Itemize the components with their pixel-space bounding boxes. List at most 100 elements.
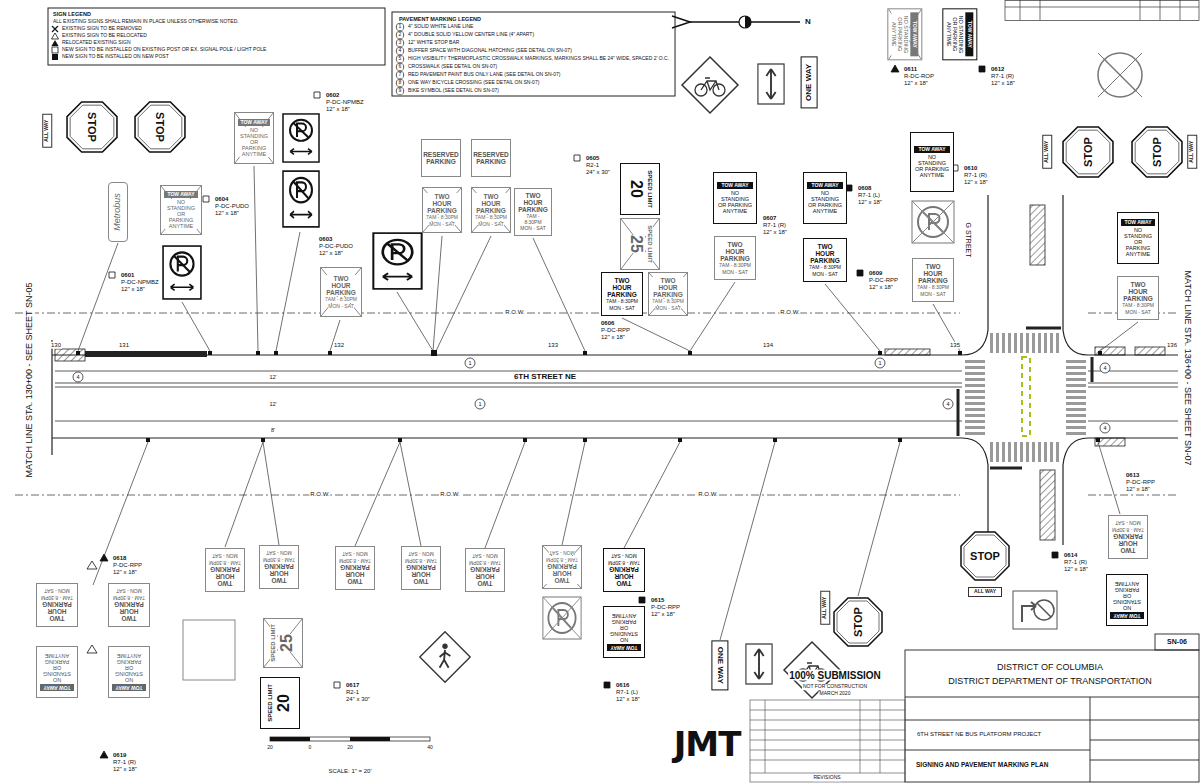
general-note: ALL EXISTING SIGNS SHALL REMAIN IN PLACE… bbox=[52, 19, 240, 25]
removed-sign: TWO HOUR PARKING7AM - 8:30PMMON - SAT bbox=[471, 187, 511, 233]
sign-callout: 12" x 18" bbox=[325, 106, 351, 113]
sign-callout: R-DC-ROP bbox=[903, 73, 935, 80]
sign-callout: 24" x 30" bbox=[585, 169, 611, 176]
legend-number: 6 bbox=[398, 64, 403, 70]
sign-text: MON - SAT bbox=[472, 553, 497, 559]
sign-callout: 0617 bbox=[345, 682, 360, 689]
sign-text: TWO HOUR PARKING bbox=[112, 601, 146, 622]
scale-label: 20 bbox=[346, 745, 354, 751]
sign-text: NO STANDING OR PARKING ANYTIME bbox=[40, 653, 74, 683]
scale-label: 20 bbox=[266, 745, 274, 751]
station-number: 134 bbox=[762, 342, 774, 349]
existing-sign: TWO HOUR PARKING7AM - 8:30PMMON - SAT bbox=[36, 583, 78, 627]
sign-text: TWO HOUR PARKING bbox=[469, 566, 501, 587]
row-label: R.O.W. bbox=[309, 491, 330, 498]
new-sign: TOW AWAYNO STANDING OR PARKING ANYTIME bbox=[943, 8, 978, 60]
sign-callout: 0603 bbox=[318, 236, 333, 243]
bus-stop-sign: Metrobus bbox=[108, 182, 128, 242]
legend-text: BIKE SYMBOL (SEE DETAIL ON SN-07) bbox=[408, 88, 499, 94]
existing-sign: TWO HOUR PARKING7AM - 8:30PMMON - SAT bbox=[912, 258, 954, 302]
sign-text: ALL WAY bbox=[822, 597, 828, 619]
removed-sign: TOW AWAYNO STANDING OR PARKING ANYTIME bbox=[160, 185, 202, 235]
existing-sign: TWO HOUR PARKING7AM - 8:30PMMON - SAT bbox=[465, 548, 505, 592]
sign-text: 7AM - 8:30PM bbox=[1112, 526, 1144, 532]
new-sign: TWO HOUR PARKING7AM - 8:30PMMON - SAT bbox=[601, 272, 643, 316]
title-block-text: 6TH STREET NE BUS PLATFORM PROJECT bbox=[916, 731, 1042, 738]
existing-sign: TWO HOUR PARKING7AM - 8:30PMMON - SAT bbox=[1117, 276, 1159, 320]
sign-text: TOW AWAY bbox=[238, 119, 270, 127]
sign-text: MON - SAT bbox=[812, 272, 837, 278]
legend-text: EXISTING SIGN TO BE RELOCATED bbox=[62, 33, 147, 39]
sign-callout: 0604 bbox=[214, 196, 229, 203]
all-way-plaque: ALL WAY bbox=[1042, 135, 1052, 169]
sign-text: TWO HOUR PARKING bbox=[546, 563, 578, 584]
sign-callout: P-DC-RPP bbox=[1125, 479, 1156, 486]
sign-callout: 0610 bbox=[963, 165, 978, 172]
sign-callout: P-DC-PUDO bbox=[318, 243, 354, 250]
sign-callout: 0619 bbox=[112, 752, 127, 759]
sign-text: STOP bbox=[86, 112, 98, 142]
street-name: 6TH STREET NE bbox=[513, 373, 577, 382]
sign-callout: R7-1 (R) bbox=[112, 759, 137, 766]
submission-note: 100% SUBMISSION bbox=[788, 670, 882, 681]
sign-callout: 0618 bbox=[112, 555, 127, 562]
removed-sign: SPEED LIMIT25 bbox=[620, 218, 660, 270]
removed-sign: TWO HOUR PARKING7AM - 8:30PMMON - SAT bbox=[542, 545, 582, 589]
marking-callout: 1 bbox=[877, 360, 882, 366]
title-block-text: DISTRICT DEPARTMENT OF TRANSPORTATION bbox=[947, 677, 1153, 687]
match-line: MATCH LINE STA. 136+00 - SEE SHEET SN-07 bbox=[1182, 270, 1192, 467]
legend-text: 12" WHITE STOP BAR bbox=[408, 40, 459, 46]
sign-text: TOW AWAY bbox=[164, 191, 198, 199]
sign-text: 25 bbox=[627, 235, 645, 253]
sign-text: TWO HOUR PARKING bbox=[263, 563, 295, 584]
sign-callout: 12" x 18" bbox=[615, 696, 641, 703]
sign-callout: P-DC-PUDO bbox=[214, 203, 250, 210]
marking-callout: 4 bbox=[1102, 425, 1107, 431]
sign-status-marker bbox=[891, 65, 899, 72]
sign-status-marker bbox=[203, 196, 209, 202]
sign-text: 7AM - 8:30PM bbox=[426, 215, 458, 221]
marking-callout: 4 bbox=[945, 401, 950, 407]
sign-text: 7AM - 8:30PM bbox=[719, 263, 751, 269]
sign-text: ALL WAY bbox=[44, 120, 50, 142]
new-sign: TWO HOUR PARKING7AM - 8:30PMMON - SAT bbox=[803, 238, 847, 282]
one-way-sign: ONE WAY bbox=[712, 640, 729, 690]
sign-text: MON - SAT bbox=[1115, 520, 1140, 526]
sign-text: 7AM - 8:30PM bbox=[809, 265, 841, 271]
sign-text: 7AM - 8:30PM bbox=[917, 285, 949, 291]
sign-text: MON - SAT bbox=[609, 306, 634, 312]
sign-text: 7AM - 8:30PM bbox=[263, 556, 295, 562]
submission-note: MARCH 2020 bbox=[819, 691, 852, 697]
sign-status-marker bbox=[574, 155, 580, 161]
sign-text: STOP bbox=[970, 550, 1000, 562]
sign-callout: 0601 bbox=[120, 272, 135, 279]
existing-sign: TWO HOUR PARKING7AM - 8:30PMMON - SAT bbox=[514, 188, 552, 236]
sign-text: 20 bbox=[275, 694, 293, 712]
dimension: 12' bbox=[268, 401, 277, 407]
station-number: 135 bbox=[949, 342, 961, 349]
all-way-plaque: ALL WAY bbox=[42, 114, 52, 148]
sign-text: 7AM - 8:30PM bbox=[209, 559, 241, 565]
scale-label: 0 bbox=[308, 745, 313, 751]
removed-sign: SPEED LIMIT25 bbox=[263, 618, 303, 668]
sign-text: MON - SAT bbox=[655, 306, 680, 312]
sign-text: NO STANDING OR PARKING ANYTIME bbox=[607, 613, 641, 643]
firm-logo: JMT bbox=[673, 726, 742, 763]
sign-text: 7AM - 8:30PM bbox=[405, 557, 437, 563]
sign-status-marker bbox=[857, 270, 863, 276]
sign-text: TWO HOUR PARKING bbox=[324, 275, 358, 296]
legend-text: BUFFER SPACE WITH DIAGONAL HATCHING (SEE… bbox=[408, 48, 572, 54]
legend-number: 2 bbox=[398, 32, 403, 38]
station-number: 131 bbox=[118, 342, 130, 349]
scale-label: SCALE: 1" = 20' bbox=[327, 768, 372, 775]
revisions-heading: REVISIONS bbox=[812, 775, 841, 781]
sign-callout: 12" x 18" bbox=[1125, 486, 1151, 493]
sign-text: 7AM - 8:30PM bbox=[325, 297, 357, 303]
legend-text: RELOCATED EXISTING SIGN bbox=[62, 40, 131, 46]
sign-callout: 12" x 18" bbox=[1063, 566, 1089, 573]
legend-text: RED PAVEMENT PAINT BUS ONLY LANE (SEE DE… bbox=[408, 72, 560, 78]
dimension: 12' bbox=[268, 374, 277, 380]
sign-text: TWO HOUR PARKING bbox=[209, 566, 241, 587]
sign-status-marker bbox=[604, 682, 610, 688]
sign-text: 25 bbox=[278, 634, 296, 652]
